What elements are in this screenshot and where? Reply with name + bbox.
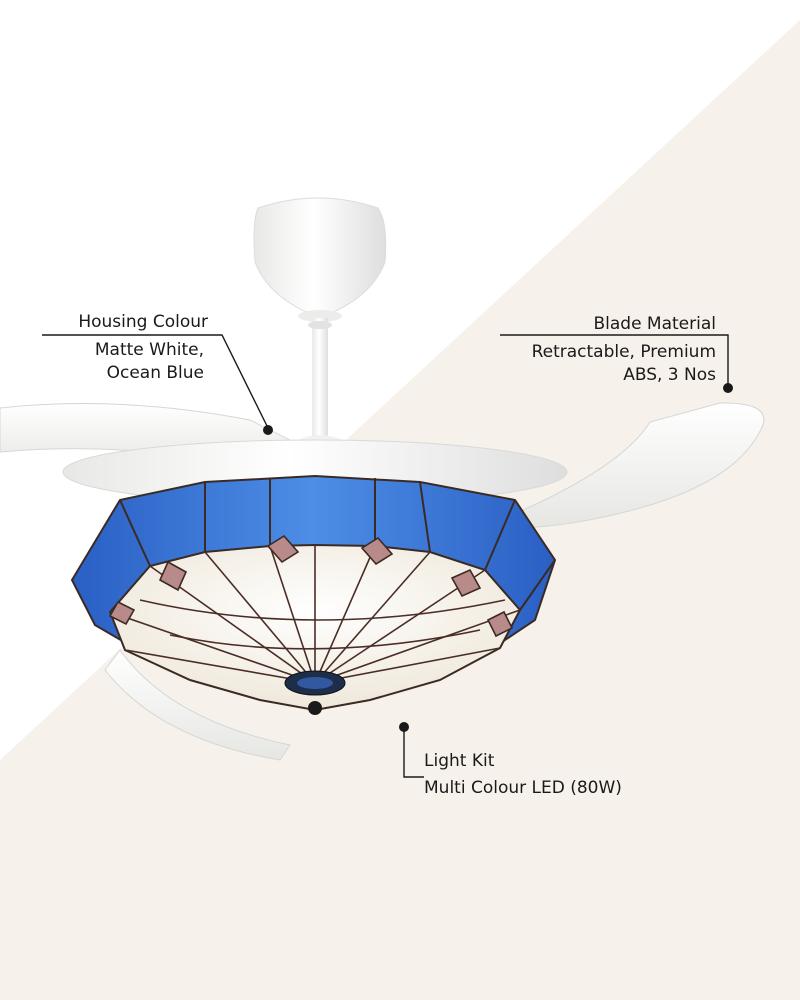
housing-colour-label: Housing Colour [78, 312, 208, 332]
right-blade [498, 402, 765, 529]
housing-colour-value: Matte White, Ocean Blue [94, 340, 204, 383]
light-kit-callout: Light Kit Multi Colour LED (80W) [424, 750, 684, 800]
light-kit-value: Multi Colour LED (80W) [424, 778, 622, 798]
canopy [253, 197, 387, 319]
blade-material-value: Retractable, Premium ABS, 3 Nos [531, 342, 716, 385]
shade-jewels [108, 534, 514, 638]
blade-material-callout: Blade Material Retractable, Premium ABS,… [495, 313, 716, 387]
lower-blade [104, 649, 291, 761]
light-kit-label: Light Kit [424, 751, 495, 771]
blade-material-label: Blade Material [593, 314, 716, 334]
housing-colour-callout: Housing Colour Matte White, Ocean Blue [40, 311, 208, 385]
